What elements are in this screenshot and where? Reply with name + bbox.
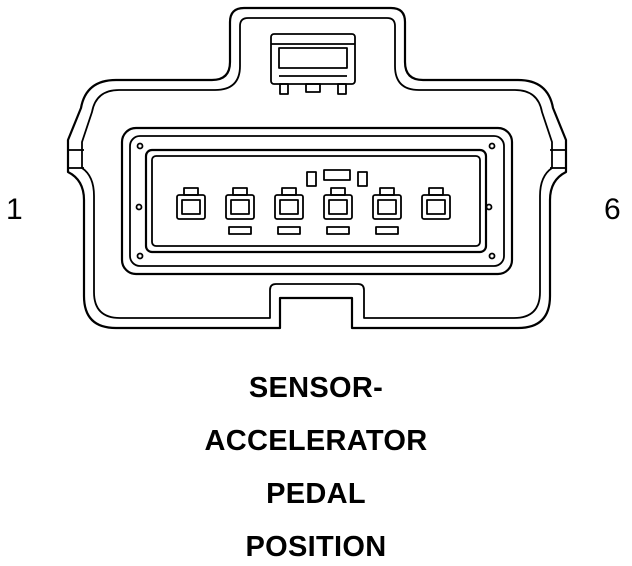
mating-face-frame-outer: [120, 126, 514, 276]
pin-label-last: 6: [604, 193, 621, 226]
connector-housing-outer: [66, 6, 568, 330]
component-name-line-1: SENSOR-: [248, 372, 384, 404]
terminal-slot-2: [228, 226, 252, 235]
pin-label-first: 1: [6, 193, 23, 226]
terminal-cavity-5: [372, 187, 402, 220]
component-name-line-2: ACCELERATOR: [204, 425, 428, 457]
connector-housing-inner: [81, 17, 553, 319]
screw-hole-bottom-left: [136, 252, 144, 260]
terminal-cavity-3: [274, 187, 304, 220]
terminal-cavity-frame: [144, 148, 488, 254]
screw-hole-top-left: [136, 142, 144, 150]
terminal-cavity-2: [225, 187, 255, 220]
key-mark-right: [357, 171, 368, 187]
screw-hole-top-right: [488, 142, 496, 150]
component-name-line-3: PEDAL: [266, 478, 366, 510]
terminal-cavity-1: [176, 187, 206, 220]
component-name-line-4: POSITION: [245, 531, 387, 563]
terminal-cavity-4: [323, 187, 353, 220]
locking-latch: [270, 33, 356, 95]
terminal-cavity-frame-inner: [151, 155, 481, 247]
mating-face-frame-middle: [129, 135, 505, 267]
terminal-slot-5: [375, 226, 399, 235]
key-mark-left: [306, 171, 317, 187]
screw-hole-mid-left: [135, 203, 143, 211]
screw-hole-bottom-right: [488, 252, 496, 260]
terminal-slot-3: [277, 226, 301, 235]
terminal-cavity-6: [421, 187, 451, 220]
terminal-slot-4: [326, 226, 350, 235]
screw-hole-mid-right: [485, 203, 493, 211]
key-mark-center: [323, 169, 351, 181]
